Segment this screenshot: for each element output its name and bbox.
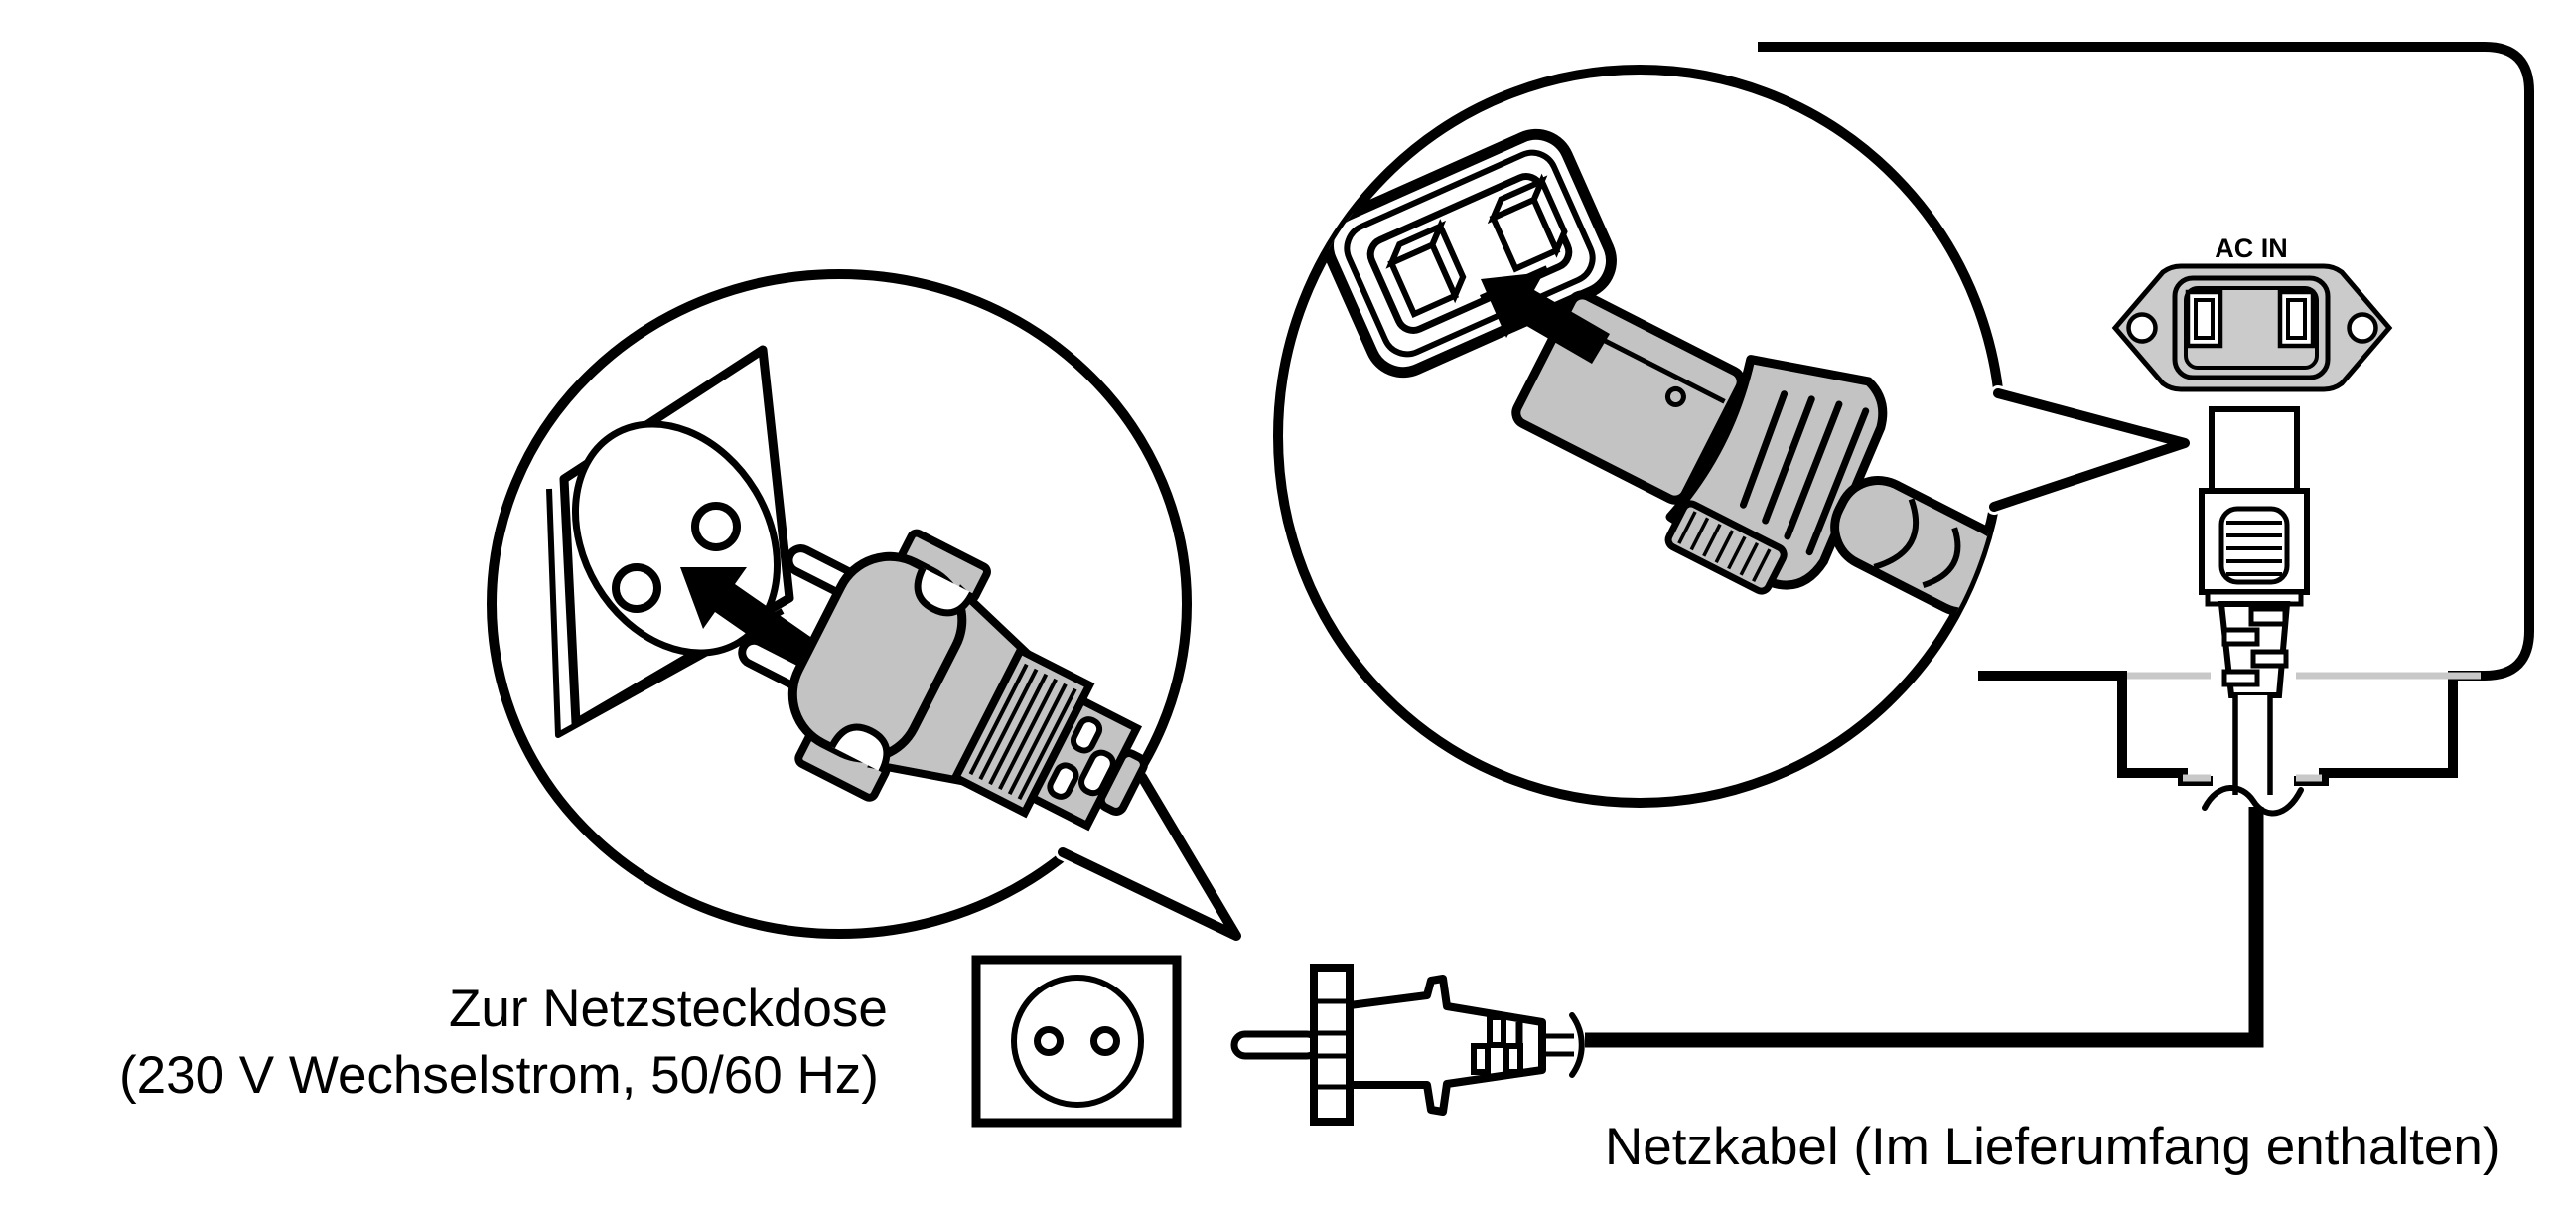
- ac-inlet-screw-right: [2347, 312, 2378, 344]
- power-cable: [1585, 807, 2264, 1048]
- device-panel-shadow-lines: [2127, 672, 2481, 782]
- schuko-clip-notch-top: [914, 566, 976, 617]
- schuko-rear-slot-3: [1078, 749, 1116, 797]
- schuko-cable-exit: [1096, 749, 1148, 816]
- mains-plug-side-view: [1230, 964, 1585, 1126]
- insert-arrow-icon-left: [680, 567, 816, 669]
- device-rear-panel: AC IN: [1585, 42, 2534, 1048]
- schuko-face: [787, 551, 967, 763]
- ac-in-label: AC IN: [2215, 233, 2288, 263]
- plug-flange-lines: [1314, 998, 1350, 1090]
- inlet-zoom-prong-left: [1387, 240, 1460, 319]
- connector-tab-3: [2250, 649, 2289, 669]
- ac-inlet-pin-right-slot: [2286, 298, 2307, 340]
- iec-latch-ribs: [1677, 511, 1772, 583]
- small-outlet-hole-right: [1090, 1026, 1120, 1056]
- connector-grip-ribs: [2226, 521, 2282, 576]
- connector-tab-1: [2248, 606, 2288, 627]
- callout-tail-center: [1989, 388, 2190, 512]
- insert-arrow-icon-center: [1481, 272, 1610, 364]
- plug-tab-2: [1471, 1043, 1491, 1075]
- plug-tab-3: [1503, 1043, 1523, 1075]
- device-outline-left-foot: [1978, 671, 2213, 786]
- plug-cable-break-arc: [1569, 1012, 1585, 1078]
- schuko-clip-notch-bottom: [828, 723, 891, 774]
- power-cable-label: Netzkabel (Im Lieferumfang enthalten): [1605, 1118, 2500, 1176]
- callout-tail-left: [1058, 772, 1241, 941]
- iec-latch: [1664, 500, 1788, 595]
- ac-inlet-pin-left-slot: [2194, 298, 2215, 340]
- schuko-rear-slot-2: [1047, 762, 1079, 800]
- iec-nose-dot: [1664, 385, 1686, 407]
- plug-pin: [1230, 1030, 1322, 1060]
- connector-tab-4: [2221, 669, 2260, 687]
- wall-outlet-label-line1: Zur Netzsteckdose: [449, 980, 888, 1038]
- schuko-rear-slot-1: [1070, 716, 1103, 754]
- small-wall-outlet: [971, 955, 1182, 1128]
- wall-outlet-callout: [487, 269, 1244, 944]
- plug-body: [1346, 975, 1546, 1116]
- connector-grip-ribs-frame: [2218, 506, 2290, 585]
- small-outlet-hole-left: [1034, 1026, 1064, 1056]
- cord-fill: [2237, 695, 2268, 797]
- cord-break-squiggle: [2202, 785, 2304, 817]
- connector-neck: [2209, 406, 2300, 494]
- ac-in-inlet: [2111, 263, 2393, 392]
- iec-shell-grooves: [1739, 390, 1870, 556]
- iec-connector: [1511, 290, 2001, 617]
- schuko-grip-ribs: [968, 663, 1077, 801]
- inlet-zoom-prong-right: [1489, 196, 1561, 273]
- small-outlet-recess: [1011, 975, 1144, 1108]
- plug-tab-1: [1487, 1014, 1506, 1048]
- iec-cable-bend-lines: [1873, 498, 1961, 589]
- outlet-hole-right: [691, 502, 741, 551]
- wall-outlet-label-line2: (230 V Wechselstrom, 50/60 Hz): [119, 1046, 879, 1105]
- schuko-plug: [738, 529, 1148, 832]
- device-outline-right: [1758, 42, 2534, 786]
- iec-connector-callout: [1273, 65, 2193, 808]
- power-cord-connector: [2199, 406, 2310, 817]
- connector-tab-2: [2221, 627, 2260, 647]
- outlet-hole-left: [612, 563, 661, 613]
- plug-flange: [1310, 964, 1354, 1126]
- ac-inlet-screw-left: [2126, 312, 2158, 344]
